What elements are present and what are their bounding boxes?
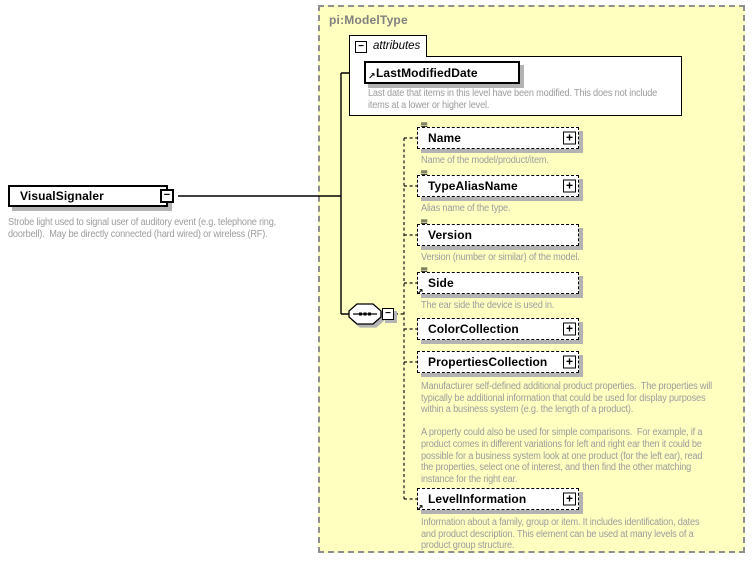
element-description: Strobe light used to signal user of audi… [8, 217, 277, 240]
annotation-icon: ≡ [420, 168, 429, 179]
annotation-icon: ≡ [420, 217, 429, 228]
sequence-compositor-icon[interactable] [348, 303, 382, 325]
expand-toggle-icon[interactable]: + [563, 355, 576, 369]
element-levelinformation-node[interactable]: ↗ LevelInformation + [416, 488, 579, 514]
annotation-icon: ≡ [420, 120, 429, 131]
type-link-icon: ↗ [416, 288, 424, 298]
element-name: VisualSignaler [20, 189, 104, 203]
sequence-collapse-icon[interactable]: − [382, 308, 394, 320]
attribute-description: Last date that items in this level have … [368, 88, 658, 111]
element-version-node[interactable]: ≡ Version [417, 218, 579, 246]
expand-toggle-icon[interactable]: + [563, 179, 576, 193]
element-description: The ear side the device is used in. [421, 300, 555, 311]
element-colorcollection-node[interactable]: ColorCollection + [417, 318, 579, 340]
element-typealiasname-node[interactable]: ≡ TypeAliasName + [417, 169, 579, 197]
expand-toggle-icon[interactable]: + [563, 492, 576, 506]
element-description: Manufacturer self-defined additional pro… [421, 381, 712, 485]
element-side-node[interactable]: ≡ ↗ Side [416, 266, 579, 298]
type-link-icon: ↗ [416, 504, 424, 514]
element-description: Alias name of the type. [421, 203, 511, 214]
attribute-name: LastModifiedDate [376, 65, 478, 80]
expand-toggle-icon[interactable]: + [563, 131, 576, 145]
element-description: Information about a family, group or ite… [421, 517, 700, 552]
collapse-toggle-icon[interactable]: − [160, 189, 174, 203]
element-propertiescollection-node[interactable]: PropertiesCollection + [417, 351, 579, 373]
container-title: pi:ModelType [329, 13, 408, 27]
expand-toggle-icon[interactable]: + [563, 322, 576, 336]
annotation-icon: ≡ [420, 265, 429, 276]
element-name-node[interactable]: ≡ Name + [417, 121, 579, 149]
element-description: Version (number or similar) of the model… [421, 252, 580, 263]
element-visualsignaler[interactable]: VisualSignaler − [8, 185, 174, 207]
attribute-lastmodifieddate[interactable]: ↗ LastModifiedDate [364, 61, 520, 84]
element-description: Name of the model/product/item. [421, 155, 549, 166]
type-link-icon: ↗ [368, 72, 376, 82]
attributes-collapse-icon[interactable]: − [355, 41, 367, 53]
attributes-tab: − attributes [349, 35, 427, 57]
attributes-label: attributes [373, 40, 421, 52]
